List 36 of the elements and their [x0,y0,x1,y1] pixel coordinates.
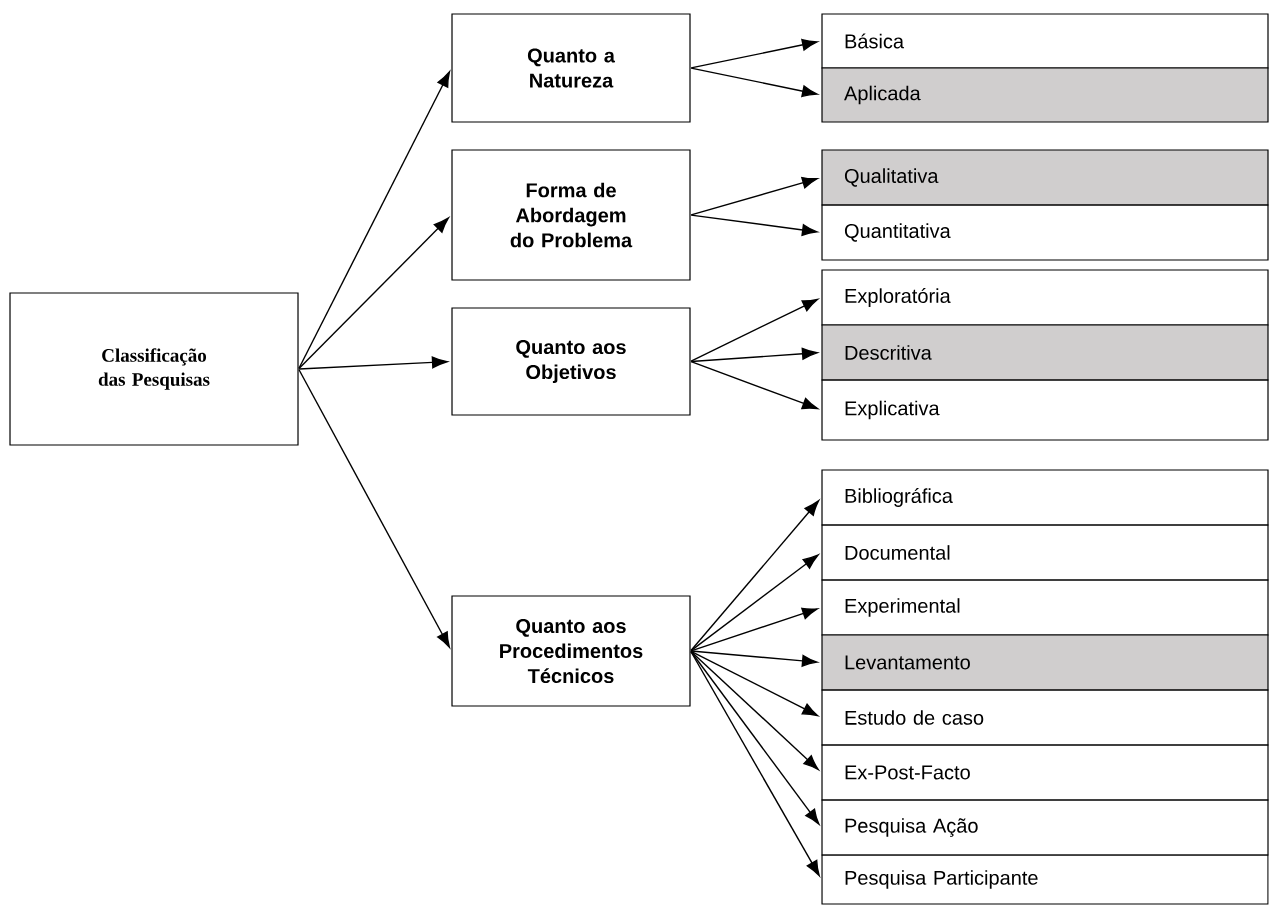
arrow [690,650,819,717]
category-box: Classificação das Pesquisas [9,292,299,446]
arrow [298,71,451,370]
arrow [298,356,448,370]
item-box: Qualitativa [821,149,1269,206]
category-box: Quanto a Natureza [451,13,691,123]
arrow [690,361,818,410]
arrow [690,650,819,771]
arrow [690,650,820,825]
arrow [298,217,449,370]
item-box: Bibliográfica [821,469,1269,526]
arrow [690,554,819,652]
arrow [690,650,818,667]
item-box: Pesquisa Participante [821,854,1269,905]
category-box: Quanto aos Objetivos [451,307,691,416]
arrow [298,368,450,648]
category-box: Quanto aos Procedimentos Técnicos [451,595,691,707]
item-box: Explicativa [821,379,1269,441]
item-box: Documental [821,524,1269,581]
item-box: Ex-Post-Facto [821,744,1269,801]
arrow [690,298,819,362]
item-box: Pesquisa Ação [821,799,1269,856]
arrow [690,500,820,652]
arrow [690,650,820,877]
arrow [690,347,818,363]
arrow [690,38,818,69]
arrow [690,67,818,98]
item-box: Quantitativa [821,204,1269,261]
item-box: Aplicada [821,67,1269,123]
category-box: Forma de Abordagem do Problema [451,149,691,281]
arrow [690,176,818,216]
item-box: Descritiva [821,324,1269,381]
arrow [690,607,818,652]
item-box: Levantamento [821,634,1269,691]
arrow [690,214,818,236]
item-box: Estudo de caso [821,689,1269,746]
